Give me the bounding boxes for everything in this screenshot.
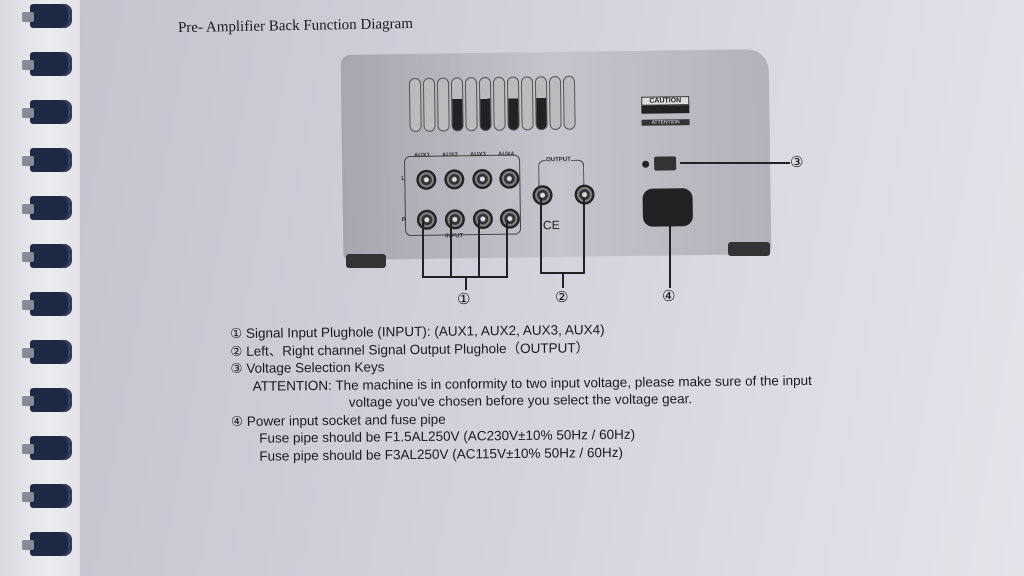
callout-2: ②: [555, 288, 569, 306]
vent-slot: [492, 76, 506, 131]
input-label: INPUT: [445, 233, 464, 240]
aux2-label: AUX2: [441, 152, 459, 159]
caution-subtext: [641, 105, 690, 114]
callout-3: ③: [790, 153, 804, 171]
vent-slot: [520, 76, 534, 131]
binding-ring: [30, 292, 72, 316]
aux1-right-jack: [416, 209, 438, 230]
aux3-label: AUX3: [469, 151, 487, 159]
spiral-binding: [0, 0, 80, 576]
punch-hole: [22, 540, 34, 550]
vent-slot: [408, 77, 422, 133]
right-label: R: [401, 217, 407, 224]
left-label: L: [401, 176, 406, 183]
aux3-right-jack: [472, 208, 494, 230]
binding-ring: [30, 388, 72, 412]
callout-1: ①: [457, 290, 471, 308]
punch-hole: [22, 396, 34, 406]
punch-hole: [22, 60, 34, 70]
item-3-text: Voltage Selection Keys: [246, 359, 385, 376]
marker-1: ①: [230, 325, 243, 341]
marker-3: ③: [230, 360, 243, 376]
vent-slot: [562, 75, 576, 130]
binding-ring: [30, 148, 72, 172]
punch-hole: [22, 348, 34, 358]
vent-slot: [548, 75, 562, 131]
right-foot: [728, 242, 770, 256]
vent-slot: [422, 77, 436, 132]
output-label: OUTPUT: [546, 156, 571, 164]
marker-4: ④: [230, 413, 244, 429]
marker-2: ②: [230, 343, 243, 359]
vent-slot: [534, 76, 548, 131]
binding-ring: [30, 532, 72, 556]
punch-hole: [22, 252, 34, 262]
binding-ring: [30, 196, 72, 220]
vent-slot: [506, 76, 520, 131]
item-4-text: Power input socket and fuse pipe: [246, 411, 446, 429]
aux2-right-jack: [444, 209, 466, 230]
caution-label: CAUTION ATTENTION: [641, 96, 690, 126]
function-description: ① Signal Input Plughole (INPUT): (AUX1, …: [230, 319, 813, 465]
aux4-right-jack: [499, 208, 521, 229]
binding-ring: [30, 52, 72, 76]
vent-slot: [436, 77, 450, 132]
item-2-text: Left、Right channel Signal Output Plughol…: [246, 339, 590, 359]
output-right-jack: [532, 185, 553, 206]
vent-slot: [464, 77, 478, 132]
item-1-text: Signal Input Plughole (INPUT): (AUX1, AU…: [245, 322, 605, 341]
amplifier-back-panel: AUX1 AUX2 AUX3 AUX4 INPUT L R OUTPUT CE …: [340, 49, 772, 260]
vent-slot: [478, 76, 492, 132]
binding-ring: [30, 4, 72, 28]
callout-4: ④: [662, 287, 676, 305]
punch-hole: [22, 156, 34, 166]
punch-hole: [22, 204, 34, 214]
aux1-label: AUX1: [413, 152, 431, 159]
punch-hole: [22, 12, 34, 22]
screw-icon: [642, 160, 650, 168]
binding-ring: [30, 436, 72, 460]
power-socket: [642, 188, 694, 227]
binding-ring: [30, 100, 72, 124]
punch-hole: [22, 300, 34, 310]
punch-hole: [22, 444, 34, 454]
binding-ring: [30, 340, 72, 364]
punch-hole: [22, 108, 34, 118]
attention-text: ATTENTION: [641, 119, 690, 126]
vent-slot: [450, 77, 464, 132]
left-foot: [346, 254, 386, 268]
ce-mark: CE: [542, 217, 560, 233]
punch-hole: [22, 492, 34, 502]
binding-ring: [30, 484, 72, 508]
binding-ring: [30, 244, 72, 268]
aux4-label: AUX4: [497, 151, 515, 158]
voltage-selector-switch: [654, 156, 677, 171]
